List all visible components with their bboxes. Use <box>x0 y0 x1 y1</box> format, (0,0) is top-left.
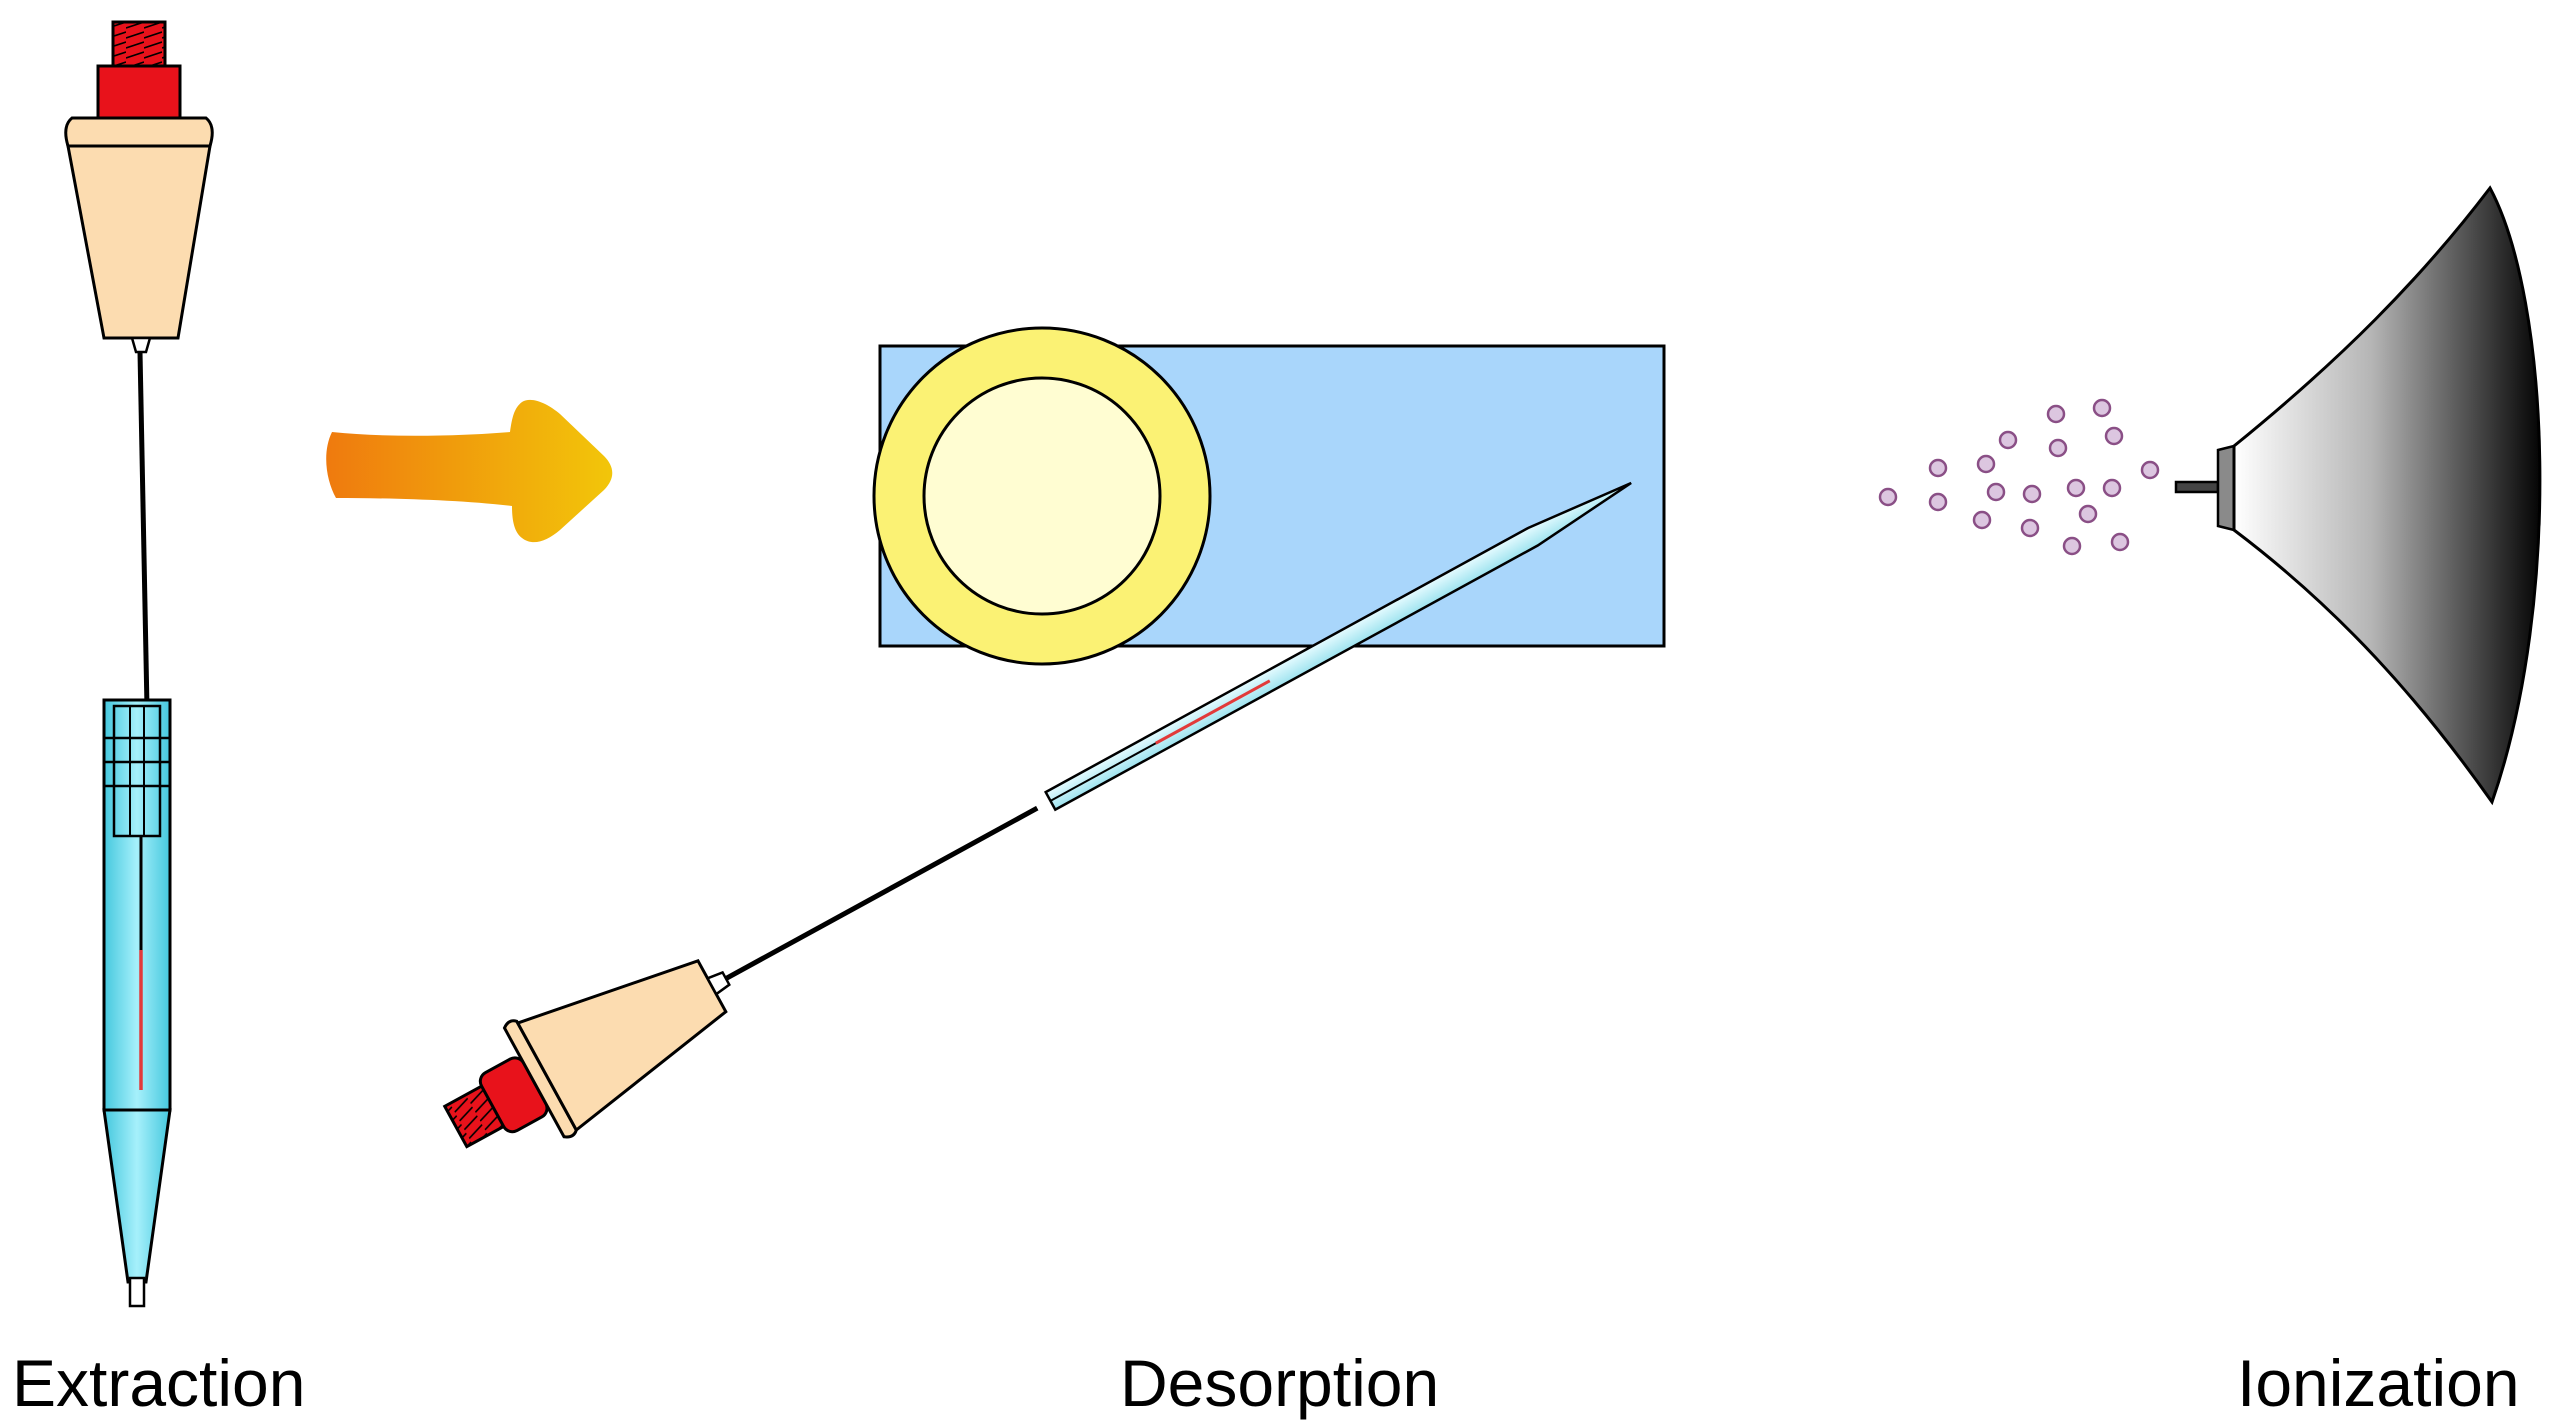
ms-cone-icon <box>2232 185 2542 806</box>
step-label-extraction: Extraction <box>12 1346 306 1420</box>
sample-well <box>922 376 1162 616</box>
extraction-device <box>64 20 214 1308</box>
step-label-ionization: Ionization <box>2237 1346 2520 1420</box>
desorption-plate <box>872 326 1666 666</box>
extraction-holder-collar <box>64 116 214 148</box>
step-label-desorption: Desorption <box>1120 1346 1440 1420</box>
coated-blade-spray-tip <box>1043 481 1632 812</box>
extraction-fiber-rod <box>137 351 150 709</box>
mass-spectrometer-inlet <box>2174 185 2542 806</box>
extraction-holder-body <box>66 144 212 340</box>
extraction-vial-tip <box>102 1108 172 1284</box>
extraction-cap-threads <box>111 20 167 70</box>
right-arrow-icon <box>326 399 613 543</box>
spray-droplets <box>1878 398 2160 556</box>
desorption-device <box>442 481 1632 1149</box>
extraction-cap <box>96 64 182 120</box>
